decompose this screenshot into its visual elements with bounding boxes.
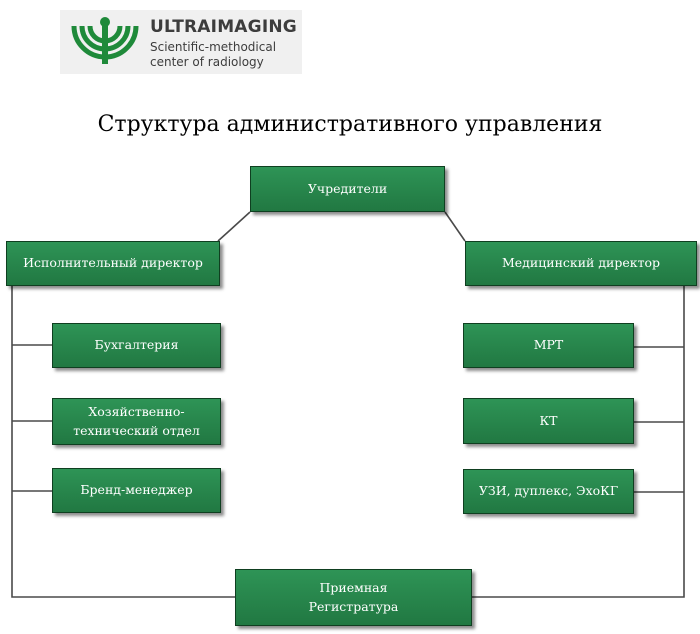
node-med-director-label: Медицинский директор [501, 255, 661, 271]
node-ultrasound-label: УЗИ, дуплекс, ЭхоКГ [478, 483, 619, 499]
node-ct: КТ [463, 398, 634, 444]
node-exec-director: Исполнительный директор [6, 241, 220, 286]
node-exec-director-label: Исполнительный директор [23, 255, 203, 271]
node-brand-manager: Бренд-менеджер [52, 468, 221, 513]
connector-exec-trunk [11, 286, 235, 598]
node-reception-label: Приемная Регистратура [308, 580, 399, 614]
node-mri-label: МРТ [533, 337, 564, 353]
node-mri: МРТ [463, 323, 634, 368]
ultraimaging-logo: ULTRAIMAGING Scientific-methodical cente… [60, 10, 302, 74]
node-founders-label: Учредители [307, 180, 388, 196]
node-tech-dept-label: Хозяйственно- технический отдел [73, 404, 200, 438]
connector-med-trunk [472, 286, 685, 598]
node-tech-dept: Хозяйственно- технический отдел [52, 398, 221, 445]
logo-brand-name: ULTRAIMAGING [150, 17, 297, 37]
node-reception: Приемная Регистратура [235, 569, 472, 626]
node-accounting-label: Бухгалтерия [94, 337, 179, 353]
node-med-director: Медицинский директор [465, 241, 697, 286]
node-ct-label: КТ [539, 412, 558, 428]
logo-tagline-2: center of radiology [150, 55, 264, 69]
node-ultrasound: УЗИ, дуплекс, ЭхоКГ [463, 469, 634, 514]
node-accounting: Бухгалтерия [52, 323, 221, 368]
connector-founders-med [444, 211, 466, 242]
node-brand-manager-label: Бренд-менеджер [80, 482, 193, 498]
ultraimaging-logo-icon [71, 17, 139, 64]
page-title: Структура административного управления [97, 112, 603, 137]
node-founders: Учредители [250, 166, 445, 212]
logo-tagline-1: Scientific-methodical [150, 40, 277, 54]
connector-founders-exec [217, 211, 251, 242]
